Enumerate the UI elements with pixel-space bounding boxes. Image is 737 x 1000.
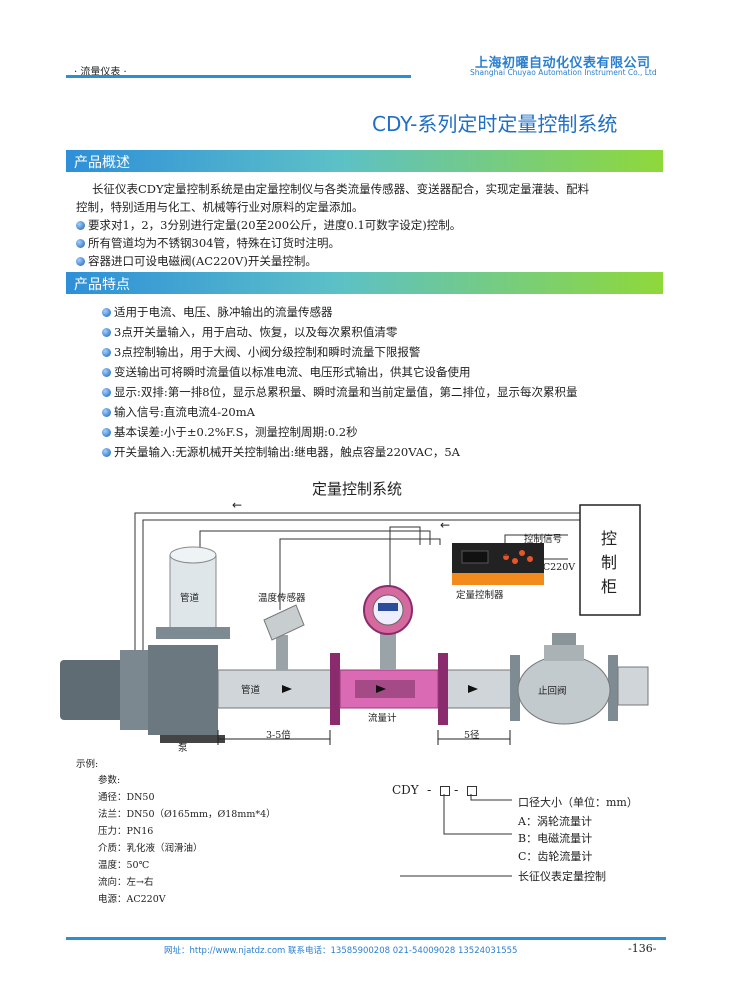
overview-bullet: 要求对1，2，3分别进行定量(20至200公斤，进度0.1可数字设定)控制。 <box>76 217 461 233</box>
power-label: AC220V <box>536 562 576 573</box>
cabinet-label-3: 柜 <box>601 577 618 596</box>
tank <box>156 546 230 639</box>
example-param: 介质：乳化液（润滑油） <box>98 843 203 854</box>
model-code-separator: - <box>454 783 459 797</box>
overview-paragraph-line1: 长征仪表CDY定量控制系统是由定量控制仪与各类流量传感器、变送器配合，实现定量灌… <box>92 182 590 196</box>
dimension-right: 5径 <box>464 730 480 741</box>
footer-rule <box>66 937 666 940</box>
model-code-item: 长征仪表定量控制 <box>518 870 606 883</box>
check-valve-label: 止回阀 <box>538 686 567 697</box>
bullet-dot-icon <box>76 239 85 248</box>
features-heading: 产品特点 <box>74 277 130 293</box>
bullet-dot-icon <box>102 388 111 397</box>
example-param: 电源：AC220V <box>98 894 166 905</box>
flow-control-diagram <box>60 504 649 745</box>
model-code-item: C：齿轮流量计 <box>518 850 593 863</box>
example-param: 流向：左→右 <box>98 877 154 888</box>
example-param: 参数: <box>98 775 121 786</box>
model-code-box <box>467 786 477 796</box>
temperature-sensor <box>263 604 305 670</box>
check-valve <box>510 633 649 725</box>
control-cabinet <box>579 504 641 616</box>
example-param: 压力：PN16 <box>98 826 154 837</box>
bullet-dot-icon <box>102 408 111 417</box>
bullet-dot-icon <box>76 221 85 230</box>
bullet-dot-icon <box>102 448 111 457</box>
overview-paragraph-line2: 控制，特别适用与化工、机械等行业对原料的定量添加。 <box>76 200 364 214</box>
feature-bullet: 基本误差:小于±0.2%F.S，测量控制周期:0.2秒 <box>102 424 358 440</box>
model-code-lines <box>400 794 512 877</box>
cabinet-label-2: 制 <box>601 553 618 572</box>
overview-bullet: 容器进口可设电磁阀(AC220V)开关量控制。 <box>76 253 317 269</box>
example-heading: 示例: <box>76 759 99 770</box>
example-param: 温度：50℃ <box>98 860 150 871</box>
bullet-dot-icon <box>102 428 111 437</box>
pump-label: 泵 <box>178 743 188 754</box>
model-code-item: B：电磁流量计 <box>518 832 593 845</box>
features-heading-bar: 产品特点 <box>66 272 663 294</box>
header-category: · 流量仪表 · <box>74 67 127 78</box>
bullet-dot-icon <box>102 308 111 317</box>
arrow-left-top: ← <box>232 498 243 512</box>
bullet-dot-icon <box>76 257 85 266</box>
tank-label: 管道 <box>180 593 200 604</box>
company-english-name: Shanghai Chuyao Automation Instrument Co… <box>470 68 657 77</box>
pipe-label: 管道 <box>241 685 261 696</box>
page-title: CDY-系列定时定量控制系统 <box>372 112 618 136</box>
company-logo-name: 上海初曜自动化仪表有限公司 <box>475 56 651 71</box>
flowmeter-transmitter <box>363 585 413 670</box>
feature-bullet: 适用于电流、电压、脉冲输出的流量传感器 <box>102 304 333 320</box>
bullet-dot-icon <box>102 368 111 377</box>
overview-heading: 产品概述 <box>74 155 130 171</box>
model-code-separator: - <box>427 783 432 797</box>
feature-bullet: 输入信号:直流电流4-20mA <box>102 404 255 420</box>
model-code-box <box>440 786 450 796</box>
example-param: 通径：DN50 <box>98 792 155 803</box>
overview-heading-bar: 产品概述 <box>66 150 663 172</box>
pump <box>60 645 225 743</box>
model-code: CDY <box>392 783 419 797</box>
feature-bullet: 3点控制输出，用于大阀、小阀分级控制和瞬时流量下限报警 <box>102 344 420 360</box>
arrow-left-ctrl: ← <box>500 548 511 562</box>
overview-bullet: 所有管道均为不锈钢304管，特殊在订货时注明。 <box>76 235 340 251</box>
quantity-controller <box>452 543 544 585</box>
cabinet-label-1: 控 <box>601 529 618 548</box>
bullet-dot-icon <box>102 328 111 337</box>
feature-bullet: 显示:双排:第一排8位，显示总累积量、瞬时流量和当前定量值，第二排位，显示每次累… <box>102 384 578 400</box>
dimension-left: 3-5倍 <box>266 730 291 741</box>
controller-label: 定量控制器 <box>456 590 504 601</box>
bullet-dot-icon <box>102 348 111 357</box>
footer-contact: 网址：http://www.njatdz.com 联系电话：1358590020… <box>164 946 518 956</box>
model-code-item: 口径大小（单位：mm） <box>518 796 638 809</box>
control-signal-label: 控制信号 <box>524 534 563 545</box>
temperature-sensor-label: 温度传感器 <box>258 593 306 604</box>
page-number: -136- <box>628 942 657 955</box>
header-rule <box>66 75 411 78</box>
diagram-title: 定量控制系统 <box>312 480 403 498</box>
feature-bullet: 开关量输入:无源机械开关控制输出:继电器，触点容量220VAC，5A <box>102 444 460 460</box>
feature-bullet: 3点开关量输入，用于启动、恢复，以及每次累积值清零 <box>102 324 397 340</box>
flowmeter-label: 流量计 <box>368 713 397 724</box>
arrow-left-mid: ← <box>440 518 451 532</box>
model-code-item: A：涡轮流量计 <box>518 815 592 828</box>
feature-bullet: 变送输出可将瞬时流量值以标准电流、电压形式输出，供其它设备使用 <box>102 364 471 380</box>
example-param: 法兰：DN50（Ø165mm，Ø18mm*4） <box>98 809 276 820</box>
